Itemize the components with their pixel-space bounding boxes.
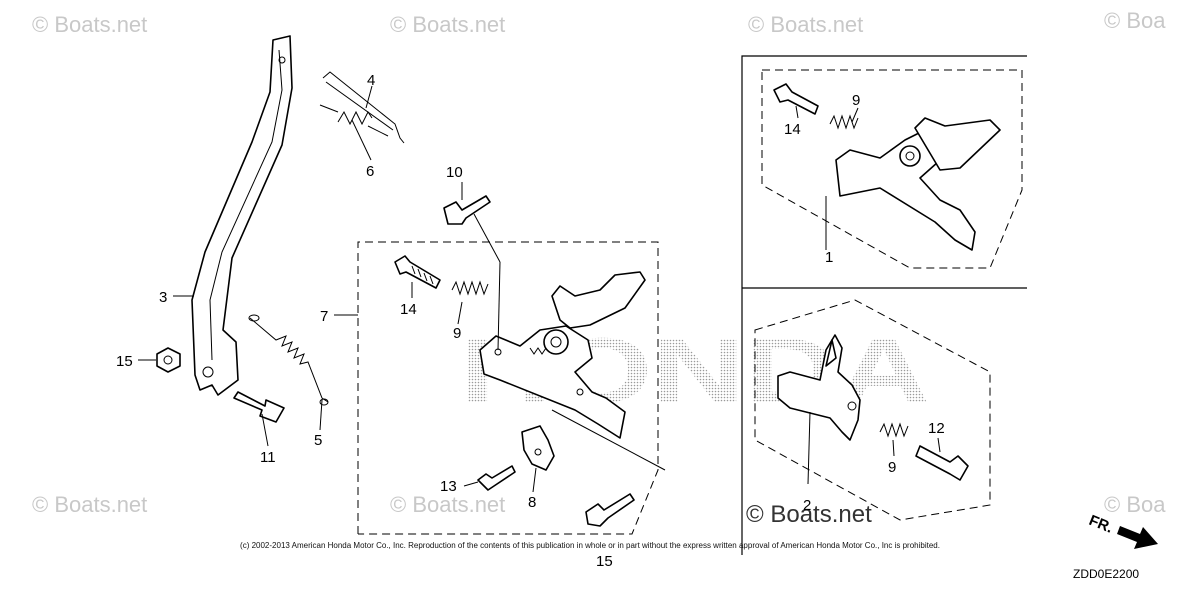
spring-rod-part	[322, 71, 405, 144]
screw-13-part	[477, 465, 516, 491]
callout-5: 5	[314, 432, 322, 449]
assembly-7-frame	[357, 241, 659, 535]
callout-15-lower: 15	[596, 553, 613, 570]
control-base-part	[479, 271, 646, 439]
bolt-14-part	[394, 255, 441, 289]
callout-10: 10	[446, 164, 463, 181]
callout-13: 13	[440, 478, 457, 495]
callout-9-lower: 9	[888, 459, 896, 476]
bolt-15-lower-part	[585, 493, 635, 527]
watermark-text: © Boa	[1104, 8, 1166, 33]
callout-1: 1	[825, 249, 833, 266]
callout-14-upper: 14	[784, 121, 801, 138]
spring-9-part	[451, 280, 489, 296]
callout-labels: 1 2 3 4 5 6 7 8 9 9 9 10 11 12 13 14 14 …	[116, 72, 945, 570]
callout-7: 7	[320, 308, 328, 325]
callout-9-upper: 9	[852, 92, 860, 109]
copyright-notice: (c) 2002-2013 American Honda Motor Co., …	[240, 541, 940, 550]
watermark-text: © Boa	[1104, 492, 1166, 517]
callout-14-main: 14	[400, 301, 417, 318]
group-frames	[357, 55, 1027, 555]
callout-3: 3	[159, 289, 167, 306]
watermark-text: © Boats.net	[32, 12, 147, 37]
assembly-2-frame	[754, 299, 991, 521]
nut-part	[156, 347, 181, 373]
leader-lines	[138, 85, 941, 493]
arrow-icon	[1117, 526, 1158, 549]
callout-6: 6	[366, 163, 374, 180]
callout-15: 15	[116, 353, 133, 370]
bolt-11-part	[233, 391, 285, 423]
assembly-1-frame	[761, 69, 1023, 269]
variant-box-frame	[741, 55, 1027, 555]
watermark-text: © Boats.net	[748, 12, 863, 37]
watermark-text: © Boats.net	[746, 501, 872, 528]
callout-2: 2	[803, 497, 811, 514]
callout-12: 12	[928, 420, 945, 437]
callout-9-main: 9	[453, 325, 461, 342]
callout-4: 4	[367, 72, 375, 89]
governor-spring-part	[319, 104, 389, 137]
diagram-code: ZDD0E2200	[1073, 567, 1140, 581]
watermark-text: © Boats.net	[390, 12, 505, 37]
watermark-text: © Boats.net	[390, 492, 505, 517]
governor-arm-part	[191, 35, 293, 396]
callout-8: 8	[528, 494, 536, 511]
return-spring-part	[248, 314, 329, 406]
control-assembly-1-part	[773, 83, 1001, 251]
clamp-part	[521, 425, 555, 471]
bolt-10-part	[443, 195, 491, 225]
callout-11: 11	[260, 449, 276, 466]
watermark-text: © Boats.net	[32, 492, 147, 517]
